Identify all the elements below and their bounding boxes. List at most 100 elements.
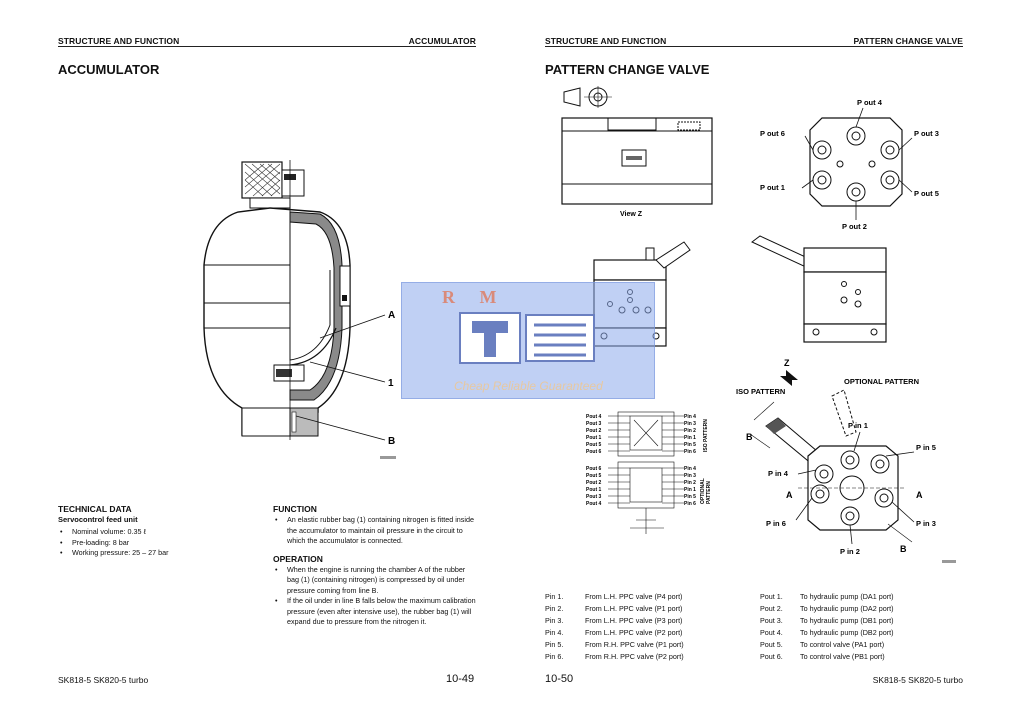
view-z-drawing: View Z [561, 86, 713, 218]
watermark-wrench-icon [459, 312, 595, 364]
arrow-z-label: Z [784, 358, 790, 368]
arrow-a-left-label: A [786, 490, 793, 500]
pin-4-label: P in 4 [768, 469, 789, 478]
arrow-b-bottom-label: B [900, 544, 907, 554]
pin-6-label: P in 6 [766, 519, 786, 528]
callout-b-label: B [388, 436, 395, 447]
optional-pattern-label: OPTIONAL PATTERN [844, 377, 919, 386]
iso-pattern-side-label: ISO PATTERN [703, 419, 709, 452]
svg-text:Pin 5: Pin 5 [684, 442, 696, 448]
svg-text:Pout 1: Pout 1 [586, 435, 601, 441]
svg-text:Pin 6: Pin 6 [684, 449, 696, 455]
svg-text:Pout 4: Pout 4 [586, 414, 601, 420]
pout-4-label: P out 4 [857, 98, 883, 107]
pout-ports-drawing: P out 4 P out 3 P out 6 P out 1 P out 5 … [760, 98, 939, 231]
operation-heading: OPERATION [273, 553, 323, 564]
function-heading: FUNCTION [273, 504, 317, 514]
right-page-title: PATTERN CHANGE VALVE [545, 62, 710, 77]
pout-2-label: P out 2 [842, 222, 867, 231]
svg-text:Pout 2: Pout 2 [586, 480, 601, 486]
table-row: Pin 3.From L.H. PPC valve (P3 port) [545, 616, 683, 625]
accumulator-drawing: A 1 B [203, 160, 396, 459]
svg-text:Pout 2: Pout 2 [586, 428, 601, 434]
function-operation-section: FUNCTION An elastic rubber bag (1) conta… [273, 504, 479, 628]
svg-text:Pin 2: Pin 2 [684, 480, 696, 486]
table-row: Pout 4.To hydraulic pump (DB2 port) [760, 628, 894, 637]
svg-text:Pout 5: Pout 5 [586, 473, 601, 479]
left-footer-model: SK818-5 SK820-5 turbo [58, 675, 149, 685]
svg-text:Pin 3: Pin 3 [684, 473, 696, 479]
table-row: Pin 5.From R.H. PPC valve (P1 port) [545, 640, 684, 649]
arrow-z-icon [780, 370, 798, 386]
table-row: Pin 6.From R.H. PPC valve (P2 port) [545, 652, 684, 661]
iso-pattern-label: ISO PATTERN [736, 387, 785, 396]
technical-data-heading: TECHNICAL DATA [58, 504, 132, 514]
table-row: Pout 2.To hydraulic pump (DA2 port) [760, 604, 894, 613]
svg-text:Pout 3: Pout 3 [586, 494, 601, 500]
arrow-b-top-label: B [746, 432, 753, 442]
left-page-title: ACCUMULATOR [58, 62, 160, 77]
left-header-topic: ACCUMULATOR [408, 36, 476, 46]
svg-text:Pout 3: Pout 3 [586, 421, 601, 427]
operation-item: If the oil under in line B falls below t… [273, 596, 479, 628]
technical-data-section: TECHNICAL DATA Servocontrol feed unit No… [58, 504, 258, 559]
right-header-topic: PATTERN CHANGE VALVE [853, 36, 963, 46]
left-page-number: 10-49 [446, 673, 475, 685]
callout-1-label: 1 [388, 378, 394, 389]
table-row: Pin 2.From L.H. PPC valve (P1 port) [545, 604, 683, 613]
left-header-rule [58, 46, 476, 47]
pin-port-table: Pin 1.From L.H. PPC valve (P4 port) Pin … [545, 592, 684, 664]
watermark: R M Cheap Reliable Guaranteed [401, 282, 655, 399]
technical-data-subheading: Servocontrol feed unit [58, 515, 138, 524]
pin-ports-drawing: Z ISO PATTERN OPTIONAL PATTERN B A A B [736, 358, 956, 563]
table-row: Pout 6.To control valve (PB1 port) [760, 652, 885, 661]
svg-text:Pin 1: Pin 1 [684, 487, 696, 493]
hydraulic-schematic: Pout 4 Pout 3 Pout 2 Pout 1 Pout 5 Pout … [586, 411, 712, 534]
technical-data-item: Pre-loading: 8 bar [58, 538, 258, 549]
svg-text:Pin 2: Pin 2 [684, 428, 696, 434]
svg-text:Pout 6: Pout 6 [586, 466, 601, 472]
left-page: STRUCTURE AND FUNCTION ACCUMULATOR ACCUM… [0, 0, 511, 723]
pout-port-table: Pout 1.To hydraulic pump (DA1 port) Pout… [760, 592, 893, 664]
right-header-rule [545, 46, 963, 47]
svg-text:Pout 1: Pout 1 [586, 487, 601, 493]
svg-text:Pin 6: Pin 6 [684, 501, 696, 507]
optional-pattern-side-label-2: PATTERN [706, 481, 712, 504]
pin-3-label: P in 3 [916, 519, 936, 528]
right-header-section: STRUCTURE AND FUNCTION [545, 36, 667, 46]
right-footer-model: SK818-5 SK820-5 turbo [872, 675, 963, 685]
technical-data-item: Nominal volume: 0.35 ℓ [58, 527, 258, 538]
svg-text:Pout 6: Pout 6 [586, 449, 601, 455]
table-row: Pin 1.From L.H. PPC valve (P4 port) [545, 592, 683, 601]
table-row: Pout 3.To hydraulic pump (DB1 port) [760, 616, 894, 625]
figure-code-mark [380, 456, 396, 459]
right-page-number: 10-50 [545, 673, 574, 685]
svg-text:Pout 5: Pout 5 [586, 442, 601, 448]
pout-6-label: P out 6 [760, 129, 785, 138]
arrow-a-right-label: A [916, 490, 923, 500]
table-row: Pout 1.To hydraulic pump (DA1 port) [760, 592, 894, 601]
valve-side-view-right [751, 235, 887, 343]
svg-text:Pin 1: Pin 1 [684, 435, 696, 441]
table-row: Pout 5.To control valve (PA1 port) [760, 640, 885, 649]
svg-text:Pin 5: Pin 5 [684, 494, 696, 500]
table-row: Pin 4.From L.H. PPC valve (P2 port) [545, 628, 683, 637]
optional-pattern-side-label-1: OPTIONAL [700, 478, 706, 504]
technical-data-item: Working pressure: 25 – 27 bar [58, 548, 258, 559]
callout-a-label: A [388, 310, 395, 321]
left-header-section: STRUCTURE AND FUNCTION [58, 36, 180, 46]
pout-5-label: P out 5 [914, 189, 939, 198]
svg-text:Pin 4: Pin 4 [684, 414, 696, 420]
operation-item: When the engine is running the chamber A… [273, 565, 479, 597]
svg-text:Pin 4: Pin 4 [684, 466, 696, 472]
watermark-tagline: Cheap Reliable Guaranteed [454, 379, 603, 393]
view-z-label: View Z [620, 211, 643, 218]
pin-2-label: P in 2 [840, 547, 860, 556]
pout-3-label: P out 3 [914, 129, 939, 138]
svg-text:Pout 4: Pout 4 [586, 501, 601, 507]
svg-text:Pin 3: Pin 3 [684, 421, 696, 427]
pin-5-label: P in 5 [916, 443, 936, 452]
pin-1-label: P in 1 [848, 421, 868, 430]
function-item: An elastic rubber bag (1) containing nit… [273, 515, 479, 547]
pout-1-label: P out 1 [760, 183, 785, 192]
